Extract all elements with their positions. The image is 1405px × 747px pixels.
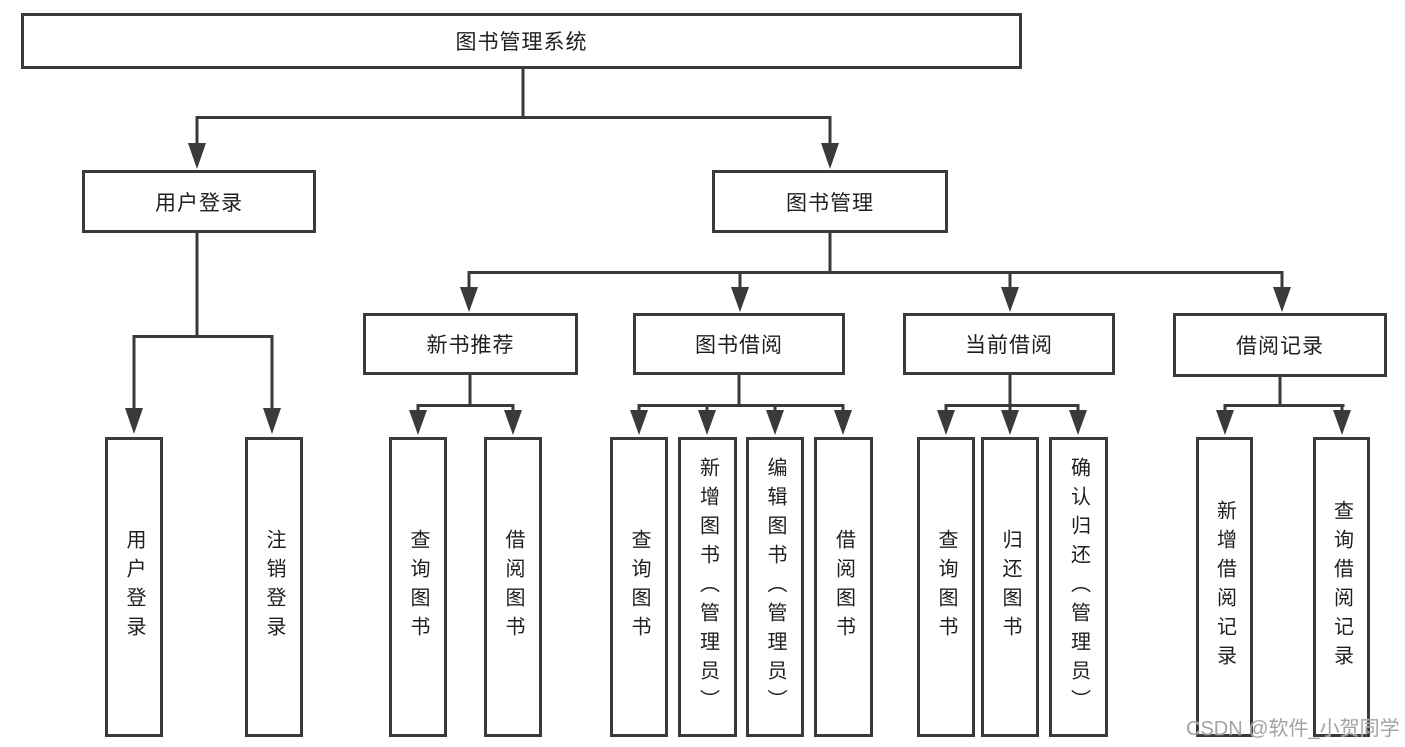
leaf-return-book-label: 归还图书 xyxy=(999,529,1021,645)
leaf-borrowing-query-books-label: 查询图书 xyxy=(628,529,650,645)
leaf-borrowing-borrow-books-label: 借阅图书 xyxy=(832,529,855,645)
leaf-user-login-label: 用户登录 xyxy=(123,529,145,645)
leaf-recommend-query-books-label: 查询图书 xyxy=(407,529,429,645)
node-book-management: 图书管理 xyxy=(712,170,948,233)
node-borrowing-records-label: 借阅记录 xyxy=(1236,335,1324,358)
leaf-recommend-query-books: 查询图书 xyxy=(389,437,447,737)
node-current-borrowing-label: 当前借阅 xyxy=(965,334,1053,357)
leaf-recommend-borrow-books-label: 借阅图书 xyxy=(502,529,524,645)
leaf-confirm-return-admin-label: 确认归还（管理员） xyxy=(1067,456,1090,718)
csdn-watermark: CSDN @软件_小贺同学 xyxy=(1186,718,1400,740)
node-borrowing-records: 借阅记录 xyxy=(1173,313,1387,377)
leaf-edit-book-admin-label: 编辑图书（管理员） xyxy=(764,456,786,718)
leaf-query-borrow-record: 查询借阅记录 xyxy=(1313,437,1370,737)
leaf-edit-book-admin: 编辑图书（管理员） xyxy=(746,437,804,737)
node-book-borrowing-label: 图书借阅 xyxy=(695,334,783,357)
node-new-book-recommend-label: 新书推荐 xyxy=(426,334,515,357)
leaf-recommend-borrow-books: 借阅图书 xyxy=(484,437,542,737)
leaf-logout-label: 注销登录 xyxy=(263,529,285,645)
leaf-add-borrow-record-label: 新增借阅记录 xyxy=(1213,500,1236,674)
node-book-management-label: 图书管理 xyxy=(786,191,874,215)
node-root: 图书管理系统 xyxy=(21,13,1022,69)
leaf-borrowing-query-books: 查询图书 xyxy=(610,437,668,737)
leaf-confirm-return-admin: 确认归还（管理员） xyxy=(1049,437,1108,737)
leaf-add-book-admin: 新增图书（管理员） xyxy=(678,437,737,737)
node-user-login-label: 用户登录 xyxy=(155,191,243,215)
leaf-query-borrow-record-label: 查询借阅记录 xyxy=(1330,500,1353,674)
leaf-add-borrow-record: 新增借阅记录 xyxy=(1196,437,1253,737)
node-new-book-recommend: 新书推荐 xyxy=(363,313,578,375)
arrowheads xyxy=(125,143,1351,435)
node-root-label: 图书管理系统 xyxy=(455,31,588,54)
node-current-borrowing: 当前借阅 xyxy=(903,313,1115,375)
leaf-return-book: 归还图书 xyxy=(981,437,1039,737)
leaf-current-query-books: 查询图书 xyxy=(917,437,975,737)
leaf-add-book-admin-label: 新增图书（管理员） xyxy=(696,456,719,718)
node-book-borrowing: 图书借阅 xyxy=(633,313,845,375)
leaf-current-query-books-label: 查询图书 xyxy=(935,529,957,645)
leaf-user-login: 用户登录 xyxy=(105,437,163,737)
node-user-login: 用户登录 xyxy=(82,170,316,233)
leaf-logout: 注销登录 xyxy=(245,437,303,737)
leaf-borrowing-borrow-books: 借阅图书 xyxy=(814,437,873,737)
